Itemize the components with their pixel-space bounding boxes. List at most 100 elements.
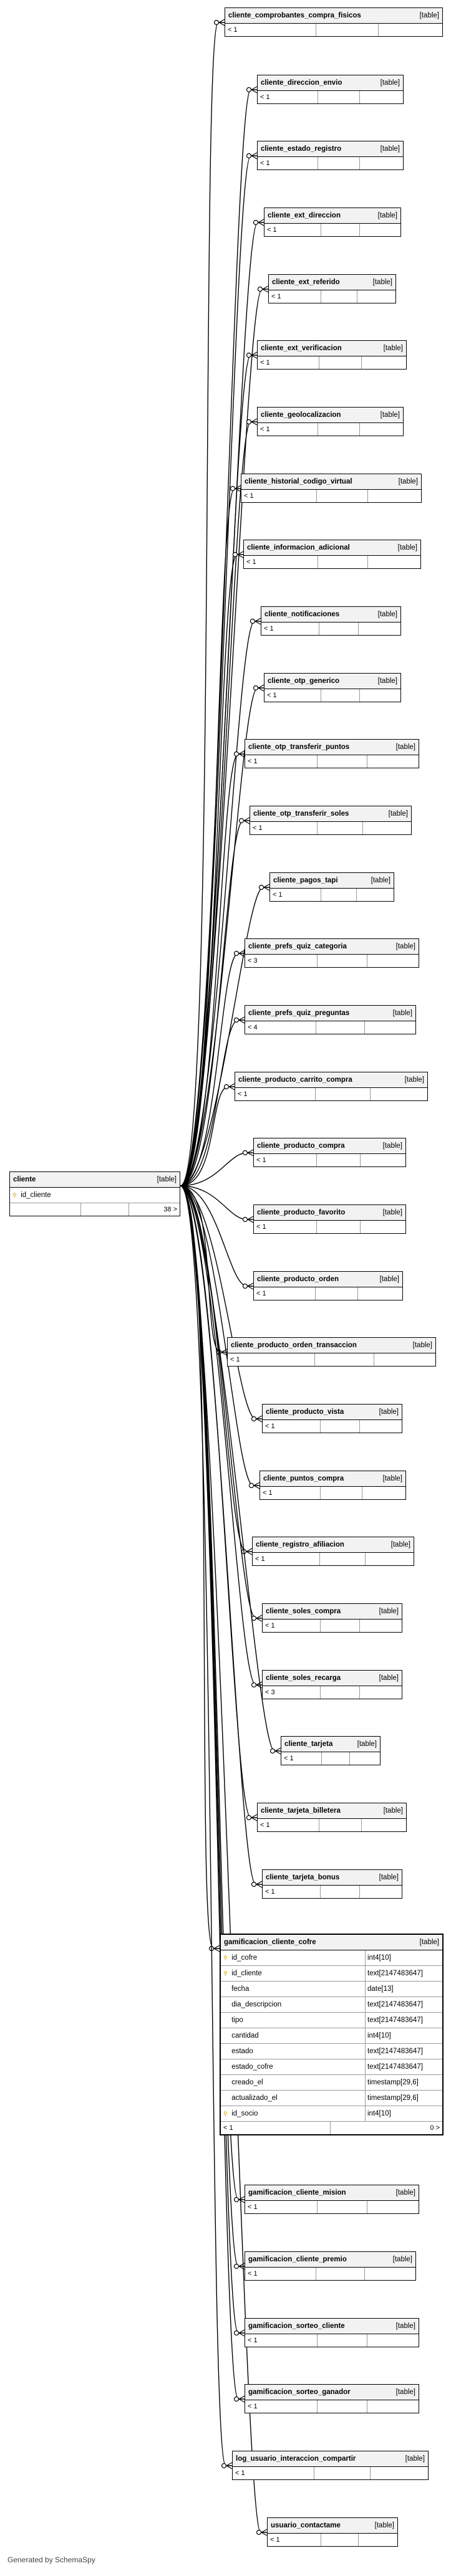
table-cliente-producto-carrito-compra[interactable]: cliente_producto_carrito_compra[table]< … <box>235 1072 428 1101</box>
table-type: [table] <box>379 1608 399 1615</box>
relationship-line <box>180 1185 245 2200</box>
table-type: [table] <box>388 810 408 818</box>
table-header: gamificacion_cliente_mision [table] <box>245 2185 419 2201</box>
table-gamificacion-cliente-cofre[interactable]: gamificacion_cliente_cofre [table] ⚲ id_… <box>220 1934 444 2135</box>
table-cliente-ext-verificacion[interactable]: cliente_ext_verificacion[table]< 1 <box>257 340 407 370</box>
table-gamificacion-cliente-premio[interactable]: gamificacion_cliente_premio[table]< 1 <box>245 2251 416 2281</box>
table-cliente-tarjeta-bonus[interactable]: cliente_tarjeta_bonus[table]< 1 <box>262 1869 402 1899</box>
table-header: cliente_geolocalizacion[table] <box>258 408 403 423</box>
table-cliente-tarjeta-billetera[interactable]: cliente_tarjeta_billetera[table]< 1 <box>257 1803 407 1832</box>
table-name: cliente_soles_recarga <box>266 1674 341 1682</box>
table-type: [table] <box>377 212 397 219</box>
table-cliente-historial-codigo-virtual[interactable]: cliente_historial_codigo_virtual[table]<… <box>241 474 422 503</box>
parent-count: < 1 <box>264 224 321 236</box>
crows-foot-marker <box>243 817 250 824</box>
table-cliente-prefs-quiz-categoria[interactable]: cliente_prefs_quiz_categoria[table]< 3 <box>245 938 419 968</box>
table-footer: < 1 0 > <box>221 2122 442 2134</box>
crows-foot-marker <box>238 1016 245 1024</box>
table-header: gamificacion_cliente_premio[table] <box>245 2252 415 2268</box>
table-footer: < 1 <box>269 290 395 303</box>
optional-marker <box>238 818 245 824</box>
table-cliente-geolocalizacion[interactable]: cliente_geolocalizacion[table]< 1 <box>257 407 404 436</box>
table-cliente-direccion-envio[interactable]: cliente_direccion_envio[table]< 1 <box>257 75 404 104</box>
table-footer: < 1 <box>250 822 411 834</box>
table-cliente-ext-direccion[interactable]: cliente_ext_direccion[table]< 1 <box>264 208 401 237</box>
table-cliente-otp-transferir-soles[interactable]: cliente_otp_transferir_soles[table]< 1 <box>250 806 412 835</box>
parent-count: < 3 <box>245 955 318 967</box>
table-type: [table] <box>382 1209 402 1216</box>
column-row: ⚲ id_cliente <box>10 1188 180 1203</box>
table-type: [table] <box>392 1009 412 1017</box>
table-footer: < 1 <box>253 1553 414 1565</box>
crows-foot-marker <box>238 2329 245 2337</box>
table-header: cliente_notificaciones[table] <box>261 607 400 623</box>
relationship-line <box>180 820 250 1186</box>
table-cliente-comprobantes-compra-fisicos[interactable]: cliente_comprobantes_compra_fisicos[tabl… <box>225 7 443 37</box>
crows-foot-marker <box>263 884 270 891</box>
table-usuario-contactame[interactable]: usuario_contactame[table]< 1 <box>267 2517 398 2547</box>
table-type: [table] <box>395 943 415 950</box>
column-name: id_cliente <box>231 1970 262 1977</box>
table-header: cliente_registro_afiliacion[table] <box>253 1537 414 1553</box>
table-cliente-producto-orden-transaccion[interactable]: cliente_producto_orden_transaccion[table… <box>227 1337 436 1367</box>
table-cliente-registro-afiliacion[interactable]: cliente_registro_afiliacion[table]< 1 <box>252 1537 414 1566</box>
table-cliente-puntos-compra[interactable]: cliente_puntos_compra[table]< 1 <box>259 1471 406 1500</box>
table-name: gamificacion_sorteo_ganador <box>248 2388 351 2396</box>
table-footer: < 1 <box>260 1487 405 1499</box>
table-name: cliente_soles_compra <box>266 1608 341 1615</box>
table-cliente-ext-referido[interactable]: cliente_ext_referido[table]< 1 <box>268 274 396 303</box>
table-cliente-otp-generico[interactable]: cliente_otp_generico[table]< 1 <box>264 673 401 702</box>
crows-foot-marker <box>228 1083 235 1090</box>
column-type: text[2147483647] <box>367 2016 423 2024</box>
table-cliente-pagos-tapi[interactable]: cliente_pagos_tapi[table]< 1 <box>269 872 394 902</box>
table-type: [table] <box>395 743 415 751</box>
crows-foot-marker <box>218 19 225 26</box>
parent-count: < 1 <box>253 1553 320 1565</box>
table-cliente-informacion-adicional[interactable]: cliente_informacion_adicional[table]< 1 <box>243 540 421 569</box>
crows-foot-marker <box>256 1881 263 1888</box>
optional-marker <box>246 419 252 425</box>
relationship-line <box>180 953 245 1186</box>
table-cliente-tarjeta[interactable]: cliente_tarjeta[table]< 1 <box>281 1736 381 1765</box>
table-header: cliente_soles_recarga[table] <box>263 1671 402 1686</box>
table-cliente-producto-favorito[interactable]: cliente_producto_favorito[table]< 1 <box>253 1205 406 1234</box>
table-cliente-producto-orden[interactable]: cliente_producto_orden[table]< 1 <box>253 1271 403 1300</box>
table-name: cliente_ext_verificacion <box>261 345 342 352</box>
table-cliente-estado-registro[interactable]: cliente_estado_registro[table]< 1 <box>257 141 404 170</box>
table-cliente-producto-compra[interactable]: cliente_producto_compra[table]< 1 <box>253 1138 406 1167</box>
table-cliente-producto-vista[interactable]: cliente_producto_vista[table]< 1 <box>262 1404 402 1433</box>
table-gamificacion-sorteo-cliente[interactable]: gamificacion_sorteo_cliente[table]< 1 <box>245 2318 419 2347</box>
table-header: cliente_producto_compra[table] <box>254 1138 405 1154</box>
parent-count: < 1 <box>245 2201 318 2213</box>
table-type: [table] <box>390 1541 410 1548</box>
parent-count: < 1 <box>270 889 322 901</box>
relationship-line <box>180 22 225 1186</box>
table-header: cliente_otp_transferir_puntos[table] <box>245 740 419 755</box>
table-footer: < 1 <box>258 423 403 436</box>
parent-count: < 1 <box>268 2534 322 2546</box>
table-cliente-soles-compra[interactable]: cliente_soles_compra[table]< 1 <box>262 1603 402 1633</box>
table-footer: < 1 <box>245 2400 419 2413</box>
table-cliente-prefs-quiz-preguntas[interactable]: cliente_prefs_quiz_preguntas[table]< 4 <box>245 1005 416 1034</box>
table-footer: < 1 <box>233 2467 428 2479</box>
relationship-line <box>180 1185 257 1818</box>
table-cliente-notificaciones[interactable]: cliente_notificaciones[table]< 1 <box>261 606 401 636</box>
optional-marker <box>246 352 252 358</box>
table-gamificacion-sorteo-ganador[interactable]: gamificacion_sorteo_ganador[table]< 1 <box>245 2384 419 2413</box>
crows-foot-marker <box>238 2196 245 2203</box>
table-footer: < 1 <box>245 755 419 768</box>
table-log-usuario-interaccion-compartir[interactable]: log_usuario_interaccion_compartir[table]… <box>232 2451 429 2480</box>
table-type: [table] <box>395 2189 415 2197</box>
table-gamificacion-cliente-mision[interactable]: gamificacion_cliente_mision [table] < 1 <box>245 2185 419 2214</box>
table-footer: < 1 <box>254 1154 405 1166</box>
crows-foot-marker <box>258 219 264 226</box>
table-cliente-otp-transferir-puntos[interactable]: cliente_otp_transferir_puntos[table]< 1 <box>245 739 419 768</box>
table-cliente[interactable]: cliente [table] ⚲ id_cliente 38 > <box>9 1171 180 1216</box>
table-name: gamificacion_cliente_mision <box>248 2189 346 2197</box>
optional-marker <box>242 1150 248 1156</box>
table-cliente-soles-recarga[interactable]: cliente_soles_recarga[table]< 3 <box>262 1670 402 1699</box>
